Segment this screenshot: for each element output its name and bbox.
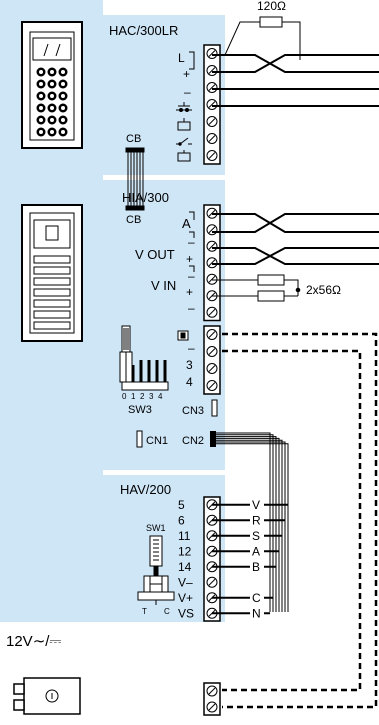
hia-terminal-block xyxy=(203,204,221,322)
dashed-link xyxy=(222,332,378,709)
hav-wire-label: S xyxy=(252,529,260,543)
hac-twisted-pair xyxy=(212,54,379,107)
hav-pin-label: 12 xyxy=(178,544,192,558)
hia-pin-minus-1: – xyxy=(188,235,195,249)
sw1-label: SW1 xyxy=(146,523,166,533)
hac-title: HAC/300LR xyxy=(109,23,178,38)
sw1-mark-c: C xyxy=(164,607,170,616)
hav-wire-label: R xyxy=(252,513,261,527)
hav-wire-label: B xyxy=(252,560,260,574)
sw3-pos-0: 0 xyxy=(122,392,127,401)
mid-pin-4: 4 xyxy=(186,375,193,389)
hav-terminal-block xyxy=(203,496,221,622)
hav-title: HAV/200 xyxy=(120,482,171,497)
hac-pin-minus: – xyxy=(184,85,191,99)
keypad-panel xyxy=(21,21,83,149)
bell-push-icon xyxy=(176,102,192,112)
camera-grille-slot xyxy=(33,255,71,264)
hav-wire-label: N xyxy=(252,606,261,620)
hav-wire-label: A xyxy=(252,544,260,558)
mid-terminal-block xyxy=(203,325,221,395)
hav-pin-label: V– xyxy=(178,575,193,589)
sw3-pos-1: 1 xyxy=(131,392,136,401)
sw3-pos-3: 3 xyxy=(149,392,154,401)
hia-pin-minus-3: – xyxy=(188,301,195,315)
sw3-label: SW3 xyxy=(128,404,152,416)
sw3-jumper xyxy=(119,325,169,391)
supply-unit-icon xyxy=(177,150,191,162)
power-supply-unit xyxy=(13,677,81,715)
hac-pin-plus: + xyxy=(183,67,190,81)
hia-title: HIA/300 xyxy=(122,190,169,205)
hav-wire-label: C xyxy=(252,591,261,605)
mid-pin-minus: – xyxy=(188,341,195,355)
camera-grille-slot xyxy=(33,277,71,286)
hia-pin-minus-2: – xyxy=(188,269,195,283)
cn1-connector xyxy=(136,430,143,448)
hac-terminal-block xyxy=(203,44,221,165)
hia-pin-vin: V IN xyxy=(151,278,176,293)
camera-panel xyxy=(21,204,83,342)
camera-grille-slot xyxy=(33,288,71,297)
resistor-top xyxy=(212,16,301,60)
hav-wire-label: V xyxy=(252,498,260,512)
cn3-connector xyxy=(211,399,218,417)
resistor-top-label: 120Ω xyxy=(257,0,286,13)
cb-label-top: CB xyxy=(126,133,141,145)
hac-pin-l: L xyxy=(178,51,185,65)
hav-pin-label: 5 xyxy=(178,498,185,512)
camera-grille-slot xyxy=(33,266,71,275)
speaker-icon xyxy=(177,330,189,341)
cn2-label: CN2 xyxy=(182,435,204,447)
switch-icon xyxy=(176,137,192,146)
sw1-switch xyxy=(137,535,175,605)
hia-pin-a: A xyxy=(182,216,191,231)
sw3-pos-4: 4 xyxy=(158,392,163,401)
hav-pin-label: V+ xyxy=(178,591,193,605)
hia-pin-plus-2: + xyxy=(186,285,193,299)
cb-label-bottom: CB xyxy=(126,214,141,226)
hia-resistors-label: 2x56Ω xyxy=(306,283,341,297)
camera-grille-slot xyxy=(33,310,71,319)
hia-pin-vout: V OUT xyxy=(135,247,175,262)
sw3-pos-2: 2 xyxy=(140,392,145,401)
power-label: 12V∼/⎓ xyxy=(6,633,61,650)
hav-pin-label: 14 xyxy=(178,560,192,574)
cn2-ribbon-cable xyxy=(216,432,289,612)
hia-pin-plus-1: + xyxy=(186,252,193,266)
sw1-mark-t: T xyxy=(142,607,147,616)
camera-grille-slot xyxy=(33,321,71,330)
camera-grille-slot xyxy=(33,299,71,308)
hav-pin-label: VS xyxy=(178,606,194,620)
hia-resistors xyxy=(212,274,301,302)
hav-pin-label: 11 xyxy=(178,529,191,543)
door-lock-icon xyxy=(177,118,191,131)
hav-pin-label: 6 xyxy=(178,513,185,527)
cn3-label: CN3 xyxy=(182,405,204,417)
mid-pin-3: 3 xyxy=(186,358,193,372)
power-terminal-block xyxy=(203,682,221,716)
cn1-label: CN1 xyxy=(146,435,168,447)
hia-twisted-pairs xyxy=(212,213,379,265)
cb-ribbon-cable xyxy=(125,147,145,211)
